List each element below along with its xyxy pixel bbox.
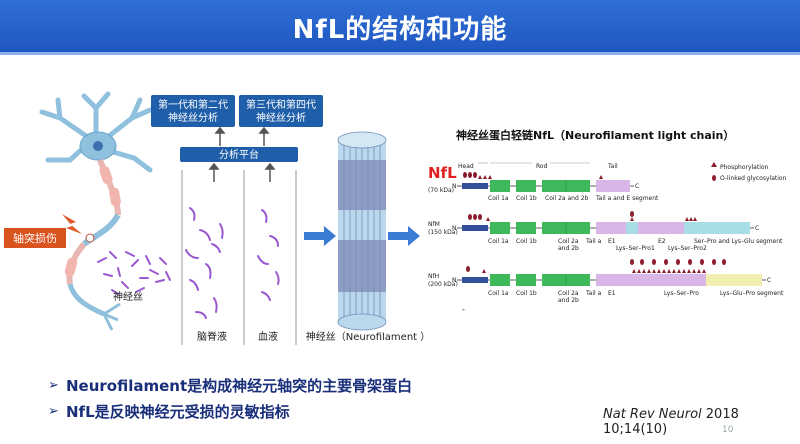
- gen12-box: [151, 95, 235, 127]
- bullet-list: ➢ Neurofilament是构成神经元轴突的主要骨架蛋白 ➢ NfL是反映神…: [48, 372, 412, 424]
- nfl-label: NfL: [428, 164, 457, 182]
- bullet-arrow-icon: ➢: [48, 403, 59, 419]
- nf-fragments: [97, 207, 280, 319]
- nfh-e1: E1: [608, 290, 616, 297]
- nf-label: 神经丝: [113, 290, 143, 303]
- lightning-icon: [62, 214, 82, 234]
- arrow-to-filament: [304, 226, 336, 246]
- nfm-coil1b: Coil 1b: [516, 238, 537, 245]
- citation-rest: 2018 10;14(10): [603, 407, 739, 437]
- nfm-n: N: [452, 225, 457, 232]
- nfm-and2b: and 2b: [558, 245, 579, 252]
- phos-legend-icon: [711, 162, 717, 167]
- nfh-and2b: and 2b: [558, 297, 579, 304]
- blood-label: 血液: [258, 330, 278, 343]
- citation-journal: Nat Rev Neurol: [603, 407, 702, 422]
- nfl-n: N: [452, 183, 457, 190]
- nfm-row: NfM (150 kDa) N C Coil 1a Coil 1b Coil 2…: [428, 211, 783, 252]
- bullet-item: ➢ NfL是反映神经元受损的灵敏指标: [48, 398, 412, 424]
- nfl-c: C: [635, 183, 639, 190]
- csf-label: 脑脊液: [197, 330, 227, 343]
- nfh-kda: (200 kDa): [428, 281, 458, 288]
- legend-glyc: O-linked glycosylation: [720, 175, 787, 182]
- right-figure-title: 神经丝蛋白轻链NfL（Neurofilament light chain）: [456, 128, 734, 142]
- nfm-kda: (150 kDa): [428, 229, 458, 236]
- title-underline: [0, 52, 800, 55]
- platform-box: [180, 147, 298, 162]
- bullet-item: ➢ Neurofilament是构成神经元轴突的主要骨架蛋白: [48, 372, 412, 398]
- citation: Nat Rev Neurol 2018 10;14(10): [603, 407, 800, 437]
- neuron-illustration: [39, 91, 153, 331]
- nfm-coil2a: Coil 2a: [558, 238, 579, 245]
- nfm-sp-kg: Ser–Pro and Lys–Glu segment: [694, 238, 783, 245]
- page-number: 10: [722, 425, 734, 435]
- injury-label-box: [4, 228, 66, 248]
- nfl-tail-seg: Tail a and E segment: [595, 195, 659, 202]
- nfh-n: N: [452, 277, 457, 284]
- nfh-dash: -: [462, 305, 465, 314]
- nfm-ksp1: Lys–Ser–Pro1: [616, 245, 655, 252]
- tail-label: Tail: [607, 163, 618, 170]
- nfh-ksp: Lys–Ser–Pro: [664, 290, 699, 297]
- nfh-coil1a: Coil 1a: [488, 290, 509, 297]
- rod-label: Rod: [536, 163, 548, 170]
- nfm-taila: Tail a: [585, 238, 602, 245]
- filament-label: 神经丝（Neurofilament ）: [306, 330, 431, 343]
- nfm-e1: E1: [608, 238, 616, 245]
- nfl-coil2: Coil 2a and 2b: [545, 195, 589, 202]
- gen12-line2: 神经丝分析: [168, 111, 218, 124]
- nfh-coil1b: Coil 1b: [516, 290, 537, 297]
- gen34-line2: 神经丝分析: [256, 111, 306, 124]
- injury-label: 轴突损伤: [13, 231, 57, 245]
- nfh-taila: Tail a: [585, 290, 602, 297]
- title-bar: NfL的结构和功能: [0, 0, 800, 55]
- page-title: NfL的结构和功能: [292, 15, 508, 45]
- glyc-legend-icon: [712, 175, 716, 181]
- nfm-ksp2: Lys–Ser–Pro2: [668, 245, 707, 252]
- legend-phos: Phosphorylation: [720, 164, 769, 171]
- bullet-text: Neurofilament是构成神经元轴突的主要骨架蛋白: [66, 376, 413, 395]
- nfl-coil1a: Coil 1a: [488, 195, 509, 202]
- neurofilament-cylinder: [337, 131, 387, 331]
- gen34-line1: 第三代和第四代: [246, 98, 316, 111]
- nfl-kda: (70 kDa): [428, 187, 454, 194]
- nfm-c: C: [755, 225, 759, 232]
- nfh-name: NfH: [428, 273, 439, 280]
- nfh-kgp: Lys–Glu–Pro segment: [720, 290, 784, 297]
- gen12-line1: 第一代和第二代: [158, 98, 228, 111]
- arrow-to-protein: [388, 226, 420, 246]
- nfm-coil1a: Coil 1a: [488, 238, 509, 245]
- bullet-text: NfL是反映神经元受损的灵敏指标: [66, 402, 290, 421]
- nfm-name: NfM: [428, 221, 440, 228]
- nfl-row: (70 kDa) N C Coil 1a Coil 1b Coil 2a and…: [428, 172, 659, 202]
- nfh-coil2a: Coil 2a: [558, 290, 579, 297]
- platform-label: 分析平台: [219, 148, 259, 161]
- nfh-c: C: [767, 277, 771, 284]
- nfl-coil1b: Coil 1b: [516, 195, 537, 202]
- bullet-arrow-icon: ➢: [48, 377, 59, 393]
- gen34-box: [239, 95, 323, 127]
- head-label: Head: [458, 163, 474, 170]
- nfh-row: NfH (200 kDa) N C Coil 1a Coil 1b: [428, 259, 784, 314]
- nfm-e2: E2: [658, 238, 666, 245]
